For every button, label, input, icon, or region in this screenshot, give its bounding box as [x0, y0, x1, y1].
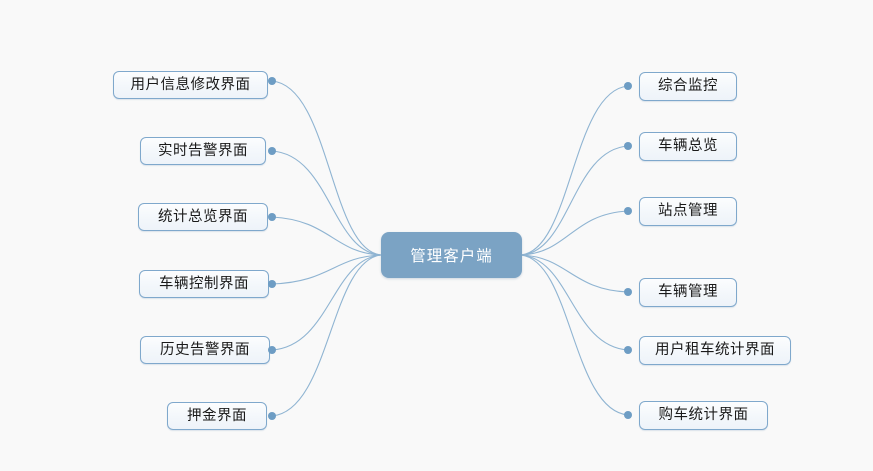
connector-dot-right-2[interactable] [624, 207, 632, 215]
node-right-0[interactable]: 综合监控 [639, 72, 737, 101]
edge-left-2 [271, 216, 382, 256]
center-node-label: 管理客户端 [410, 248, 493, 265]
connector-dot-right-0[interactable] [624, 82, 632, 90]
connector-dot-right-5[interactable] [624, 411, 632, 419]
node-label: 押金界面 [187, 407, 247, 424]
node-label: 站点管理 [658, 203, 718, 220]
node-left-0[interactable]: 用户信息修改界面 [113, 71, 268, 99]
edge-right-9 [520, 254, 629, 293]
edge-left-3 [271, 254, 382, 285]
node-right-2[interactable]: 站点管理 [639, 197, 737, 226]
node-label: 用户租车统计界面 [655, 342, 775, 359]
node-right-5[interactable]: 购车统计界面 [639, 401, 768, 430]
edge-right-7 [520, 145, 629, 256]
connector-dot-left-3[interactable] [268, 280, 276, 288]
node-left-2[interactable]: 统计总览界面 [138, 203, 268, 231]
node-right-3[interactable]: 车辆管理 [639, 278, 737, 307]
node-label: 统计总览界面 [158, 208, 248, 225]
node-left-3[interactable]: 车辆控制界面 [139, 270, 269, 298]
node-right-1[interactable]: 车辆总览 [639, 132, 737, 161]
connector-dot-left-1[interactable] [268, 147, 276, 155]
edge-right-6 [520, 85, 629, 256]
connector-dot-left-4[interactable] [268, 346, 276, 354]
connector-dot-right-3[interactable] [624, 288, 632, 296]
connector-dot-right-4[interactable] [624, 346, 632, 354]
node-label: 车辆总览 [658, 138, 718, 155]
edge-right-11 [520, 254, 629, 416]
node-label: 综合监控 [658, 78, 718, 95]
center-node[interactable]: 管理客户端 [381, 232, 522, 278]
connector-dot-left-5[interactable] [268, 412, 276, 420]
node-label: 车辆控制界面 [159, 275, 249, 292]
node-label: 历史告警界面 [160, 341, 250, 358]
edge-left-5 [271, 254, 382, 417]
node-label: 实时告警界面 [158, 142, 248, 159]
node-left-5[interactable]: 押金界面 [167, 402, 267, 430]
connector-dot-left-0[interactable] [268, 77, 276, 85]
node-label: 车辆管理 [658, 284, 718, 301]
node-label: 购车统计界面 [658, 407, 749, 424]
node-right-4[interactable]: 用户租车统计界面 [639, 336, 791, 365]
edge-right-10 [520, 254, 629, 351]
edge-left-0 [271, 80, 382, 256]
node-left-1[interactable]: 实时告警界面 [140, 137, 266, 165]
node-left-4[interactable]: 历史告警界面 [140, 336, 270, 364]
edge-left-4 [271, 254, 382, 351]
edge-right-8 [520, 210, 629, 256]
node-label: 用户信息修改界面 [130, 76, 251, 93]
edge-left-1 [271, 150, 382, 256]
connector-dot-right-1[interactable] [624, 142, 632, 150]
connector-dot-left-2[interactable] [268, 213, 276, 221]
